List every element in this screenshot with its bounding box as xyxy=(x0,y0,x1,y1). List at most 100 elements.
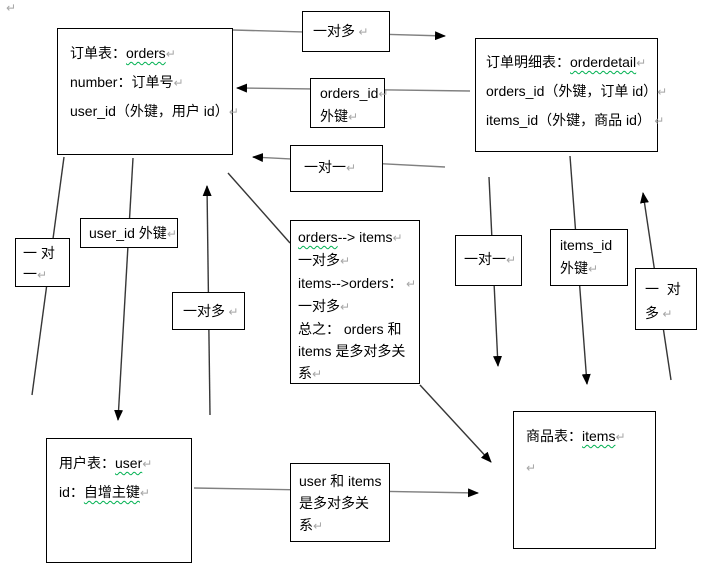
text-segment: 外键 xyxy=(320,108,348,124)
paragraph-mark: ↵ xyxy=(615,430,626,444)
text-line: user_id（外键，用户 id）↵ xyxy=(70,97,239,126)
text-line: 一对多 ↵ xyxy=(313,21,379,42)
relation-label-one-to-one-middle: 一对一↵ xyxy=(290,145,383,192)
relation-label-one-to-many-left: 一对多 ↵ xyxy=(172,292,245,330)
text-line: 一对多 ↵ xyxy=(183,301,238,322)
text-line: 订单明细表：orderdetail↵ xyxy=(486,48,647,77)
text-line: 商品表：items↵ xyxy=(526,421,643,452)
text-segment: items_id（外键，商品 id） xyxy=(486,112,651,128)
text-segment: 总之： orders 和 xyxy=(298,321,402,337)
text-segment: 多 xyxy=(645,305,659,321)
paragraph-mark: ↵ xyxy=(355,25,369,39)
arrow-orders-to-user-user-id-fk xyxy=(114,157,134,421)
text-segment: 商品表： xyxy=(526,428,582,444)
paragraph-mark: ↵ xyxy=(139,486,150,500)
text-segment: 订单明细表： xyxy=(486,54,570,70)
paragraph-mark: ↵ xyxy=(402,277,417,291)
relation-label-one-to-many-right: 一 对多 ↵ xyxy=(635,268,697,330)
paragraph-mark: ↵ xyxy=(392,231,403,245)
relation-label-one-to-one-right: 一对一↵ xyxy=(455,235,522,286)
text-segment: 一对多 xyxy=(313,23,355,39)
text-line: id：自增主键↵ xyxy=(59,478,179,507)
spellcheck-underlined-text: 自增主键 xyxy=(83,484,140,500)
orders-id-foreign-key-label: orders_id↵外键↵ xyxy=(310,78,388,128)
text-segment: 一 xyxy=(23,266,37,282)
relation-label-one-to-one-left: 一 对一↵ xyxy=(15,238,70,287)
text-segment: 系 xyxy=(298,365,312,381)
text-segment: orders_id（外键，订单 id） xyxy=(486,83,658,99)
paragraph-mark: ↵ xyxy=(6,1,17,15)
text-segment: items-->orders： xyxy=(298,275,403,291)
paragraph-mark: ↵ xyxy=(228,105,239,119)
text-line: 一对一↵ xyxy=(464,249,517,270)
text-line: orders_id（外键，订单 id）↵ xyxy=(486,77,667,106)
text-line: items 是多对多关 xyxy=(298,340,412,362)
text-line: 系↵ xyxy=(299,514,381,537)
paragraph-mark: ↵ xyxy=(506,253,517,267)
text-line: 一 对 xyxy=(23,243,62,264)
user-id-foreign-key-label: user_id 外键↵ xyxy=(80,218,178,248)
text-line: 订单表：orders↵ xyxy=(70,39,220,68)
text-line: 一对多↵ xyxy=(298,249,412,272)
paragraph-mark: ↵ xyxy=(346,161,357,175)
text-line: orders--> items↵ xyxy=(298,226,412,249)
text-line: 系↵ xyxy=(298,362,412,385)
text-segment: number：订单号 xyxy=(70,74,174,90)
paragraph-mark: ↵ xyxy=(173,76,184,90)
text-segment: 一对一 xyxy=(464,251,506,267)
text-segment: 一对多 xyxy=(183,303,225,319)
text-segment: user_id 外键 xyxy=(89,225,167,241)
text-segment: items 是多对多关 xyxy=(298,343,406,359)
paragraph-mark: ↵ xyxy=(378,87,389,101)
paragraph-mark: ↵ xyxy=(37,268,48,282)
orderdetail-table-box: 订单明细表：orderdetail↵orders_id（外键，订单 id）↵it… xyxy=(475,38,667,152)
paragraph-mark: ↵ xyxy=(348,110,359,124)
text-line: orders_id↵ xyxy=(320,82,388,105)
text-segment: 是多对多关 xyxy=(299,495,369,511)
relation-label-one-to-many-top: 一对多 ↵ xyxy=(302,11,390,52)
text-line: 一对一↵ xyxy=(304,157,369,178)
text-segment: 一对多 xyxy=(298,298,340,314)
arrow-notes-to-items xyxy=(419,384,492,463)
text-segment: 一 对 xyxy=(23,245,55,261)
user-table-box: 用户表：user↵id：自增主键↵ xyxy=(46,438,192,563)
text-segment: 外键 xyxy=(560,260,588,276)
text-line: items-->orders： ↵ xyxy=(298,272,416,295)
text-line: 用户表：user↵ xyxy=(59,449,179,478)
text-line: 一 对 xyxy=(645,277,687,301)
paragraph-mark: ↵ xyxy=(526,461,537,475)
text-segment: 一对多 xyxy=(298,252,340,268)
text-segment: 用户表： xyxy=(59,455,115,471)
paragraph-mark: ↵ xyxy=(225,305,239,319)
text-line: 多 ↵ xyxy=(645,301,687,326)
paragraph-mark: ↵ xyxy=(313,519,324,533)
items-id-foreign-key-label: items_id 外键↵ xyxy=(550,229,628,286)
text-segment: orders_id xyxy=(320,85,379,101)
paragraph-mark: ↵ xyxy=(166,227,177,241)
text-line: 是多对多关 xyxy=(299,492,381,514)
text-line: user_id 外键↵ xyxy=(89,223,177,244)
paragraph-mark: ↵ xyxy=(165,47,176,61)
paragraph-mark: ↵ xyxy=(636,56,647,70)
spellcheck-underlined-text: orders xyxy=(126,45,166,61)
text-line: ↵ xyxy=(526,452,643,483)
text-segment: 一 对 xyxy=(645,281,681,297)
text-segment: id： xyxy=(59,484,84,500)
text-segment: 系 xyxy=(299,517,313,533)
paragraph-mark: ↵ xyxy=(312,367,323,381)
text-line: 外键↵ xyxy=(320,105,375,128)
text-line: items_id（外键，商品 id） ↵ xyxy=(486,106,664,135)
text-line: 外键↵ xyxy=(560,257,618,281)
paragraph-mark: ↵ xyxy=(650,114,665,128)
text-segment: --> items xyxy=(337,229,393,245)
paragraph-mark: ↵ xyxy=(657,85,668,99)
text-segment: items_id xyxy=(560,237,613,253)
text-line: 总之： orders 和 xyxy=(298,318,412,340)
text-line: number：订单号↵ xyxy=(70,68,220,97)
paragraph-mark: ↵ xyxy=(659,307,673,321)
spellcheck-underlined-text: user xyxy=(115,455,143,471)
spellcheck-underlined-text: items xyxy=(582,428,616,444)
text-segment: user_id（外键，用户 id） xyxy=(70,103,229,119)
text-line: items_id xyxy=(560,234,618,257)
